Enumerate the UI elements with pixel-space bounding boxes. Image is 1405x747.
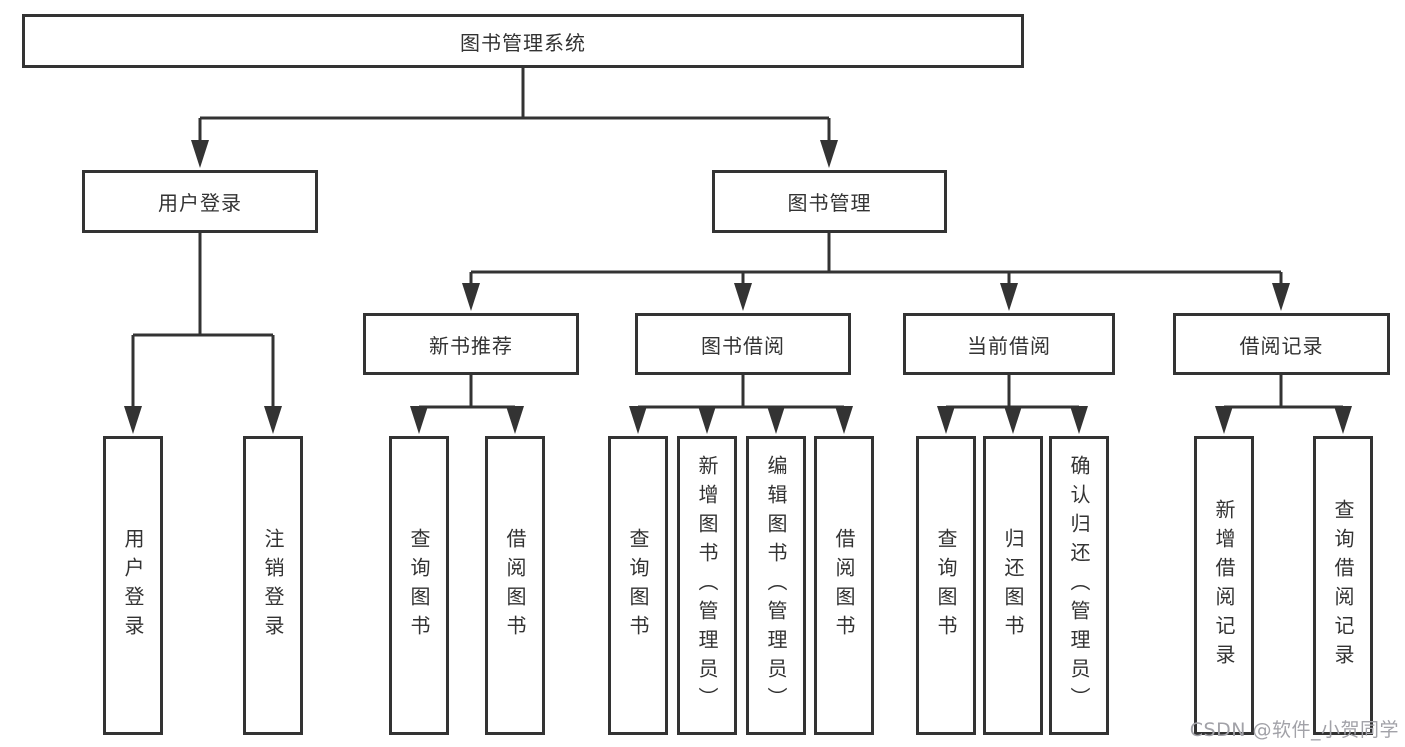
node-leaf-query-books-borrowing: 查询图书 [608, 436, 668, 735]
node-leaf-query-borrow-record: 查询借阅记录 [1313, 436, 1373, 735]
node-leaf-borrow-books-recommend: 借阅图书 [485, 436, 545, 735]
leaf-label: 编辑图书（管理员） [764, 455, 788, 716]
node-leaf-edit-books-admin: 编辑图书（管理员） [746, 436, 806, 735]
leaf-label: 用户登录 [121, 527, 145, 644]
node-leaf-query-books-recommend: 查询图书 [389, 436, 449, 735]
node-current-borrowing: 当前借阅 [903, 313, 1115, 375]
node-library-management-system: 图书管理系统 [22, 14, 1024, 68]
leaf-label: 借阅图书 [832, 527, 856, 644]
node-book-management-branch: 图书管理 [712, 170, 947, 233]
node-leaf-add-books-admin: 新增图书（管理员） [677, 436, 737, 735]
leaf-label: 归还图书 [1001, 527, 1025, 644]
leaf-label: 查询图书 [407, 527, 431, 644]
node-user-login-branch: 用户登录 [82, 170, 318, 233]
csdn-watermark: CSDN @软件_小贺同学 [1189, 719, 1399, 741]
leaf-label: 查询图书 [626, 527, 650, 644]
node-leaf-query-books-current: 查询图书 [916, 436, 976, 735]
node-leaf-add-borrow-record: 新增借阅记录 [1194, 436, 1254, 735]
leaf-label: 新增图书（管理员） [695, 455, 719, 716]
leaf-label: 查询借阅记录 [1331, 498, 1355, 673]
node-book-borrowing: 图书借阅 [635, 313, 851, 375]
node-new-book-recommend: 新书推荐 [363, 313, 579, 375]
leaf-label: 查询图书 [934, 527, 958, 644]
node-leaf-return-books: 归还图书 [983, 436, 1043, 735]
leaf-label: 确认归还（管理员） [1067, 455, 1091, 716]
node-borrowing-records: 借阅记录 [1173, 313, 1390, 375]
node-leaf-user-login: 用户登录 [103, 436, 163, 735]
node-leaf-confirm-return-admin: 确认归还（管理员） [1049, 436, 1109, 735]
arrowheads [124, 140, 1352, 434]
leaf-label: 新增借阅记录 [1212, 498, 1236, 673]
node-leaf-borrow-books: 借阅图书 [814, 436, 874, 735]
leaf-label: 借阅图书 [503, 527, 527, 644]
leaf-label: 注销登录 [261, 527, 285, 644]
node-leaf-logout: 注销登录 [243, 436, 303, 735]
